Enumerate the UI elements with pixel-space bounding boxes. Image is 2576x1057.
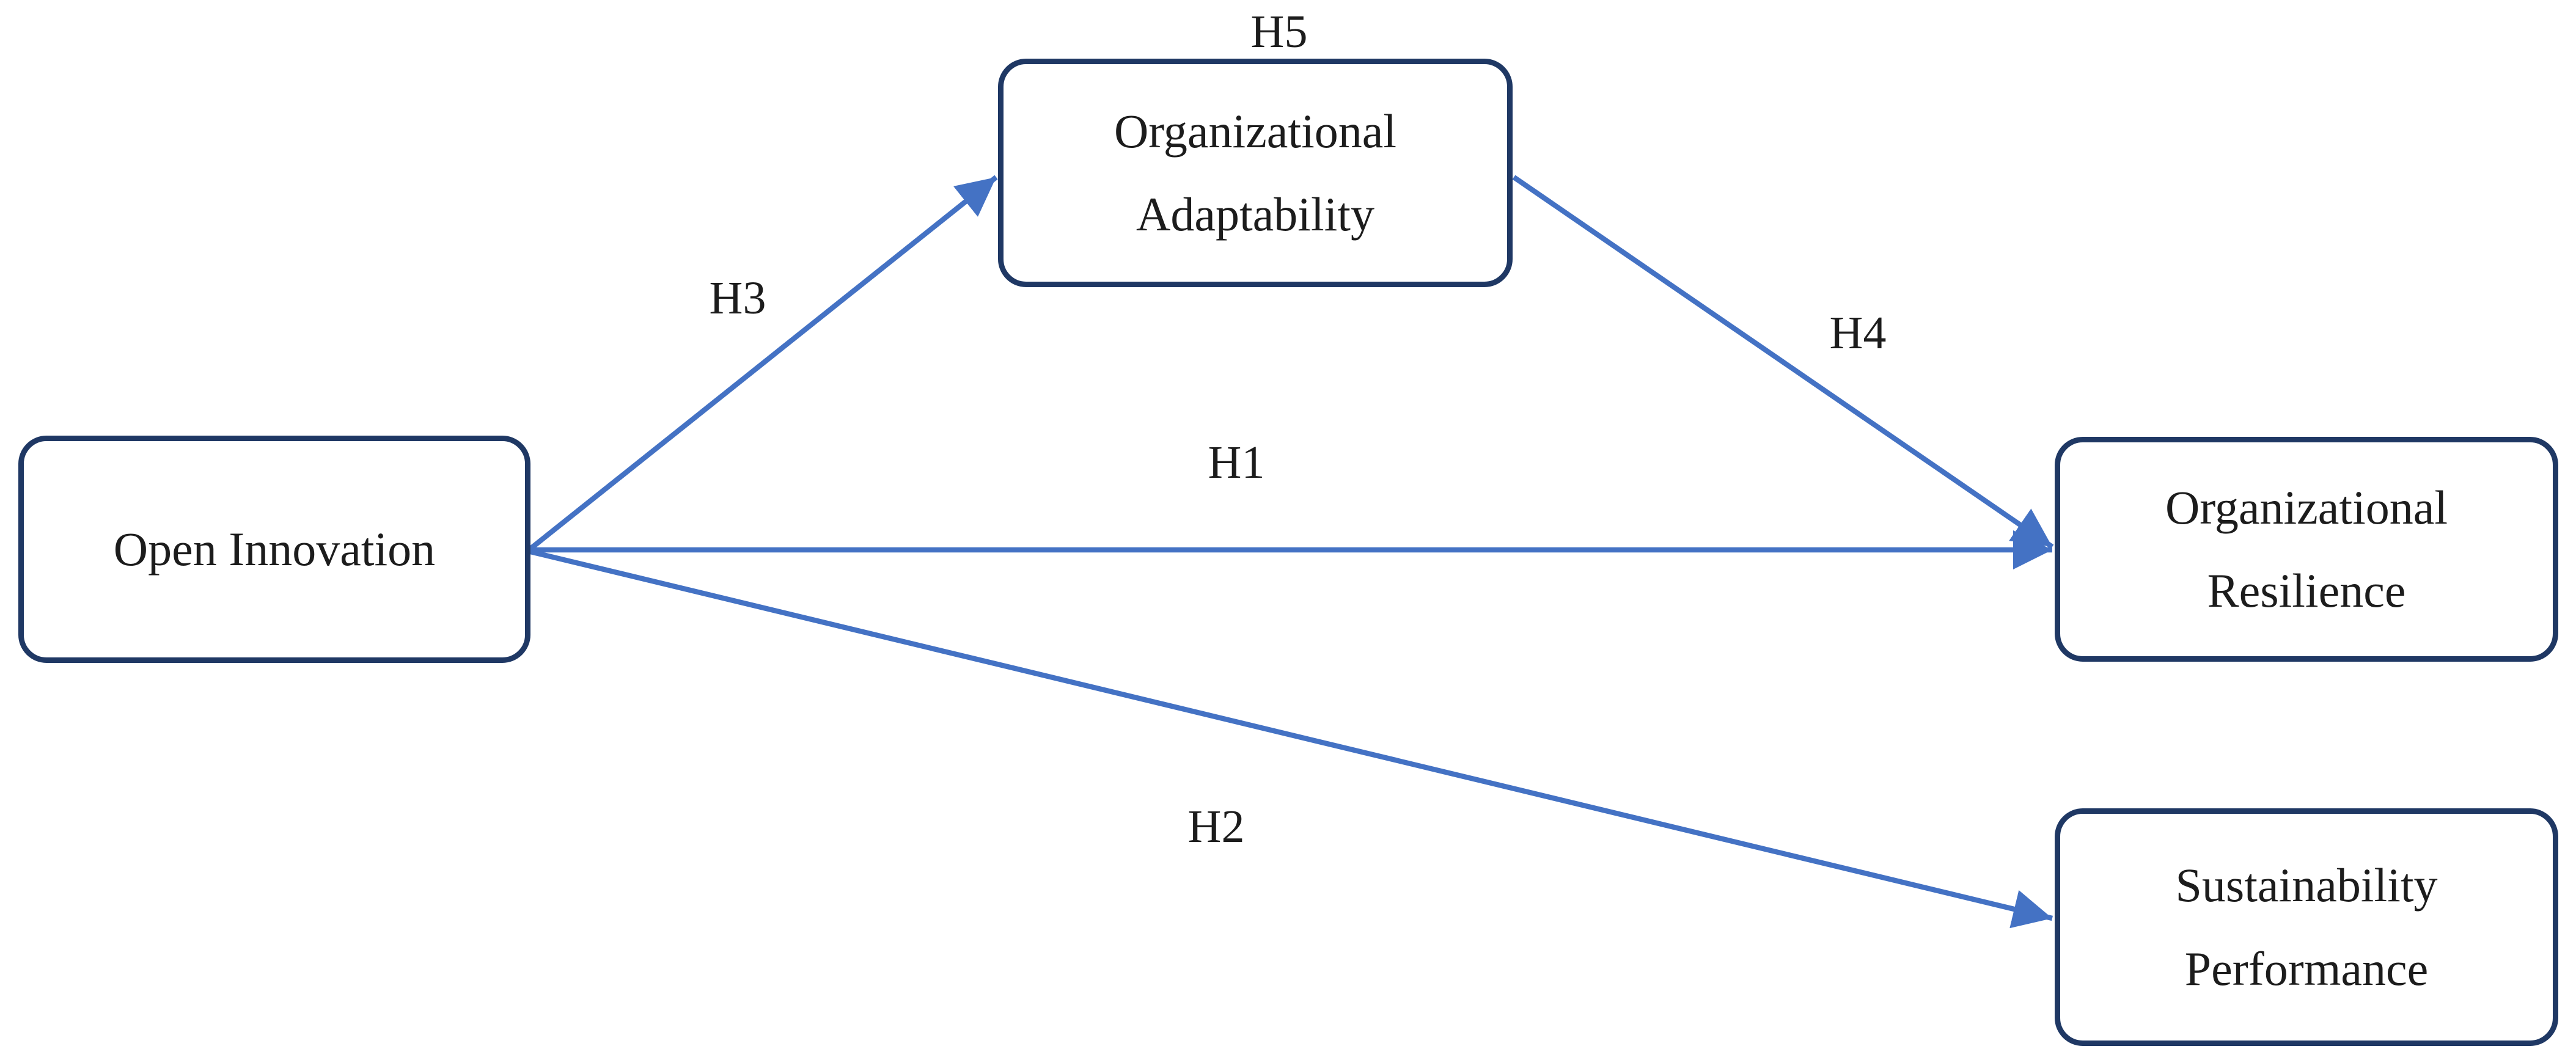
node-organizational-adaptability-label-line1: Organizational	[1114, 104, 1397, 158]
edge-label-h2: H2	[1187, 801, 1245, 852]
node-sustainability-performance-label-line1: Sustainability	[2175, 858, 2438, 912]
edge-label-h1: H1	[1208, 437, 1265, 488]
node-organizational-adaptability-label-line2: Adaptability	[1136, 188, 1374, 241]
edge-label-h3: H3	[709, 272, 766, 324]
h4-arrow	[1512, 175, 2054, 549]
edge-label-h5: H5	[1250, 6, 1308, 57]
node-sustainability-performance-label-line2: Performance	[2184, 942, 2429, 995]
h3-arrow	[529, 175, 998, 551]
node-open-innovation: Open Innovation	[18, 436, 530, 663]
h2-arrow	[530, 549, 2053, 929]
edge-label-h4: H4	[1829, 307, 1887, 359]
node-organizational-resilience-label-line2: Resilience	[2207, 564, 2406, 617]
node-organizational-resilience: Organizational Resilience	[2055, 437, 2558, 662]
node-sustainability-performance: Sustainability Performance	[2055, 808, 2558, 1046]
node-open-innovation-label: Open Innovation	[113, 522, 436, 576]
node-organizational-resilience-label-line1: Organizational	[2165, 480, 2448, 534]
node-organizational-adaptability: Organizational Adaptability	[998, 59, 1513, 287]
